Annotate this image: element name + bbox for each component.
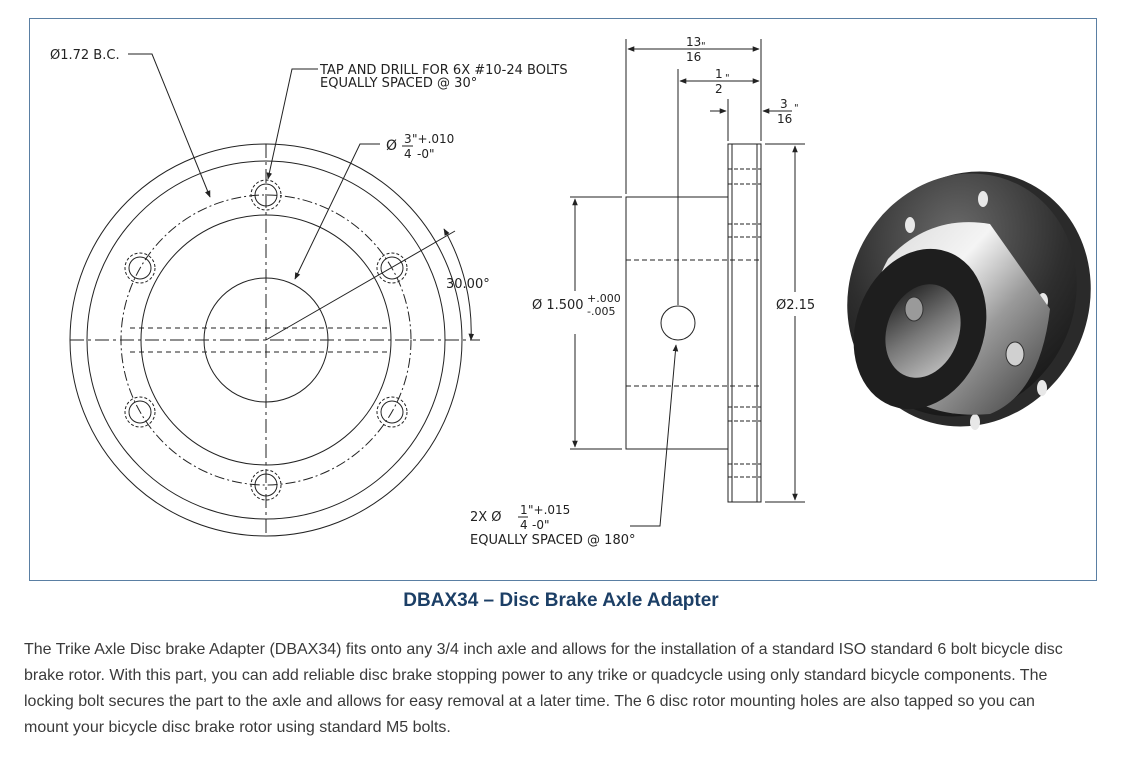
flange-thk-inch: " <box>794 103 799 114</box>
flange-hole <box>970 414 980 430</box>
figure-caption: DBAX34 – Disc Brake Axle Adapter <box>403 590 719 611</box>
half-inch: " <box>725 73 730 84</box>
bore-tol-plus: "+.010 <box>412 132 454 146</box>
bolt-hole-thread <box>124 252 156 284</box>
bolt-hole-thread <box>250 179 282 211</box>
bore-set-screw-hole <box>904 296 924 322</box>
set-screw-tol-minus: -0" <box>532 518 549 532</box>
half-den: 2 <box>715 82 723 96</box>
flange-thk-den: 16 <box>777 112 792 126</box>
side-view-labels: 13 16 " 1 2 " 3 16 " Ø 1.500 +.000 -.005… <box>470 35 815 548</box>
half-num: 1 <box>715 67 723 81</box>
bolt-hole-thread <box>124 396 156 428</box>
set-screw-den: 4 <box>520 518 528 532</box>
flange-dia-label: Ø2.15 <box>776 298 815 313</box>
isometric-render <box>847 171 1091 430</box>
bolt-holes <box>124 179 408 501</box>
front-view <box>69 53 480 537</box>
bolt-circle-label: Ø1.72 B.C. <box>50 48 120 63</box>
overall-len-num: 13 <box>686 35 701 49</box>
tap-note-leader <box>266 68 318 180</box>
set-screw-prefix: 2X Ø <box>470 510 502 525</box>
flange-body <box>727 143 762 503</box>
flange-hole <box>1037 380 1047 396</box>
flange-hole <box>905 217 915 233</box>
set-screw-leader <box>630 344 679 527</box>
bore-leader <box>294 143 380 280</box>
overall-len-inch: " <box>701 41 706 52</box>
flange-thk-num: 3 <box>780 97 788 111</box>
front-view-labels: Ø1.72 B.C. TAP AND DRILL FOR 6X #10-24 B… <box>50 48 568 292</box>
technical-drawing-figure: Ø1.72 B.C. TAP AND DRILL FOR 6X #10-24 B… <box>29 18 1097 581</box>
bolt-hole-thread <box>250 469 282 501</box>
hub-body <box>625 196 729 450</box>
hub-tol-plus: +.000 <box>587 292 621 305</box>
flange-hole <box>978 191 988 207</box>
bore-dia-num: 3 <box>404 132 412 146</box>
hub-dia-label: Ø 1.500 <box>532 298 584 313</box>
set-screw-tol-plus: "+.015 <box>528 503 570 517</box>
angle-label: 30.00° <box>446 277 490 292</box>
angle-extension-line <box>265 230 456 341</box>
hub-tol-minus: -.005 <box>587 305 615 318</box>
bore-dia-symbol: Ø <box>386 138 397 154</box>
bolt-hole-thread <box>376 396 408 428</box>
overall-len-den: 16 <box>686 50 701 64</box>
bolt-hole <box>380 256 404 280</box>
bore-dia-den: 4 <box>404 147 412 161</box>
bolt-hole <box>380 400 404 424</box>
bolt-hole <box>128 400 152 424</box>
angle-arc <box>443 228 475 341</box>
side-view <box>570 39 805 527</box>
tap-note-line1: TAP AND DRILL FOR 6X #10-24 BOLTS <box>319 63 568 78</box>
bore-opening <box>885 284 961 378</box>
bolt-hole <box>254 183 278 207</box>
tap-note-line2: EQUALLY SPACED @ 30° <box>320 76 477 91</box>
product-description: The Trike Axle Disc brake Adapter (DBAX3… <box>24 641 1063 736</box>
bolt-hole <box>254 473 278 497</box>
bolt-circle-leader <box>128 53 211 198</box>
technical-drawing: Ø1.72 B.C. TAP AND DRILL FOR 6X #10-24 B… <box>50 35 1091 548</box>
hub-set-screw-hole <box>1005 341 1025 367</box>
set-screw-hole <box>660 305 696 341</box>
bore-tol-minus: -0" <box>417 147 434 161</box>
set-screw-spacing: EQUALLY SPACED @ 180° <box>470 533 636 548</box>
bolt-hole-thread <box>376 252 408 284</box>
set-screw-num: 1 <box>520 503 528 517</box>
bolt-hole <box>128 256 152 280</box>
